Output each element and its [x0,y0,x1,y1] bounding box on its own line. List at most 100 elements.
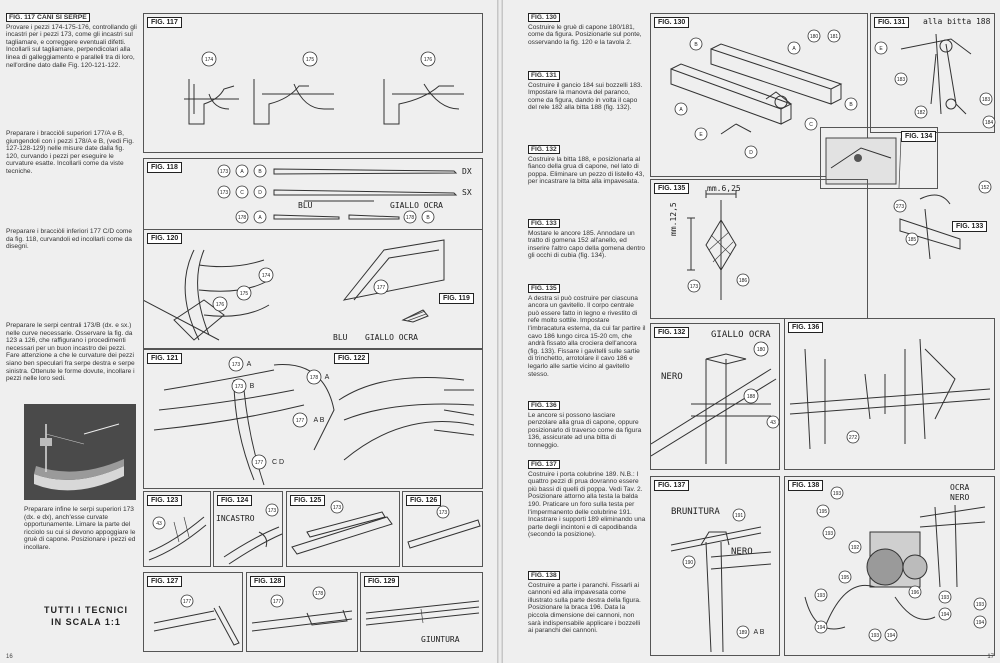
svg-text:B: B [258,169,262,175]
figure-135: FIG. 135 mm.6,25 mm.12,5 173 186 [650,179,868,319]
figure-label: FIG. 134 [901,131,937,142]
caption-giallo-ocra: GIALLO OCRA [711,330,771,340]
svg-text:177: 177 [296,418,305,424]
svg-text:173: 173 [235,384,244,390]
text-fig133: FIG. 133 Mostare le ancore 185. Annodare… [528,219,646,260]
text-fig135: FIG. 135 A destra si può costruire per c… [528,284,646,378]
svg-text:B: B [250,383,255,390]
svg-text:C: C [809,122,813,128]
figure-label: FIG. 126 [406,495,442,506]
paragraph: Preparare infine le serpi superiori 173 … [24,506,136,551]
left-page: FIG. 117 CANI SI SERPE Provare i pezzi 1… [0,0,497,663]
fig123-drawing: 43 [148,516,207,561]
section-title: FIG. 138 [528,571,560,580]
svg-text:186: 186 [739,278,748,284]
fig117-drawing: 174 175 176 [184,51,464,125]
svg-text:180: 180 [810,34,819,40]
svg-text:D: D [258,190,262,196]
svg-text:178: 178 [406,215,415,221]
svg-text:A B: A B [754,629,765,636]
figure-121: FIG. 121 FIG. 122 173 173 178 177 177 A … [143,349,483,489]
svg-text:175: 175 [306,57,315,63]
svg-text:195: 195 [841,575,850,581]
paragraph: Costruire le gruè di capone 180/181, com… [528,23,642,46]
fig132-drawing: 180 188 43 [651,341,780,464]
figure-129: FIG. 129 GIUNTURA [360,572,483,652]
figure-131: FIG. 131 alla bitta 188 E 183 182 183 18… [870,13,996,133]
svg-text:173: 173 [439,510,448,516]
svg-text:E: E [879,46,883,52]
text-fig136: FIG. 136 Le ancore si possono lasciare p… [528,401,646,450]
svg-text:A B: A B [314,417,325,424]
figure-118: FIG. 118 173 A B 173 C D 178 A 178 B [143,158,483,230]
section-title: FIG. 137 [528,460,560,469]
svg-text:173: 173 [220,190,229,196]
figure-label: FIG. 130 [654,17,690,28]
fig119-drawing [401,309,429,323]
svg-text:272: 272 [849,435,858,441]
figure-132: FIG. 132 GIALLO OCRA NERO 180 188 43 [650,323,780,470]
caption-dx: DX [462,167,472,176]
figure-120: FIG. 120 174 175 176 177 [143,229,483,349]
caption-giuntura: GIUNTURA [421,635,460,644]
fig120-drawing: 174 175 176 177 [144,239,445,341]
svg-text:194: 194 [976,620,985,626]
svg-text:180: 180 [757,347,766,353]
figure-label: FIG. 124 [217,495,253,506]
svg-text:173: 173 [220,169,229,175]
svg-text:182: 182 [917,110,926,116]
paragraph: Costruire il gancio 184 sui bozzelli 183… [528,81,643,112]
svg-text:183: 183 [897,77,906,83]
caption-mm625: mm.6,25 [707,184,741,193]
caption-giallo-ocra: GIALLO OCRA [390,201,443,210]
text-bracciuoli-superiori: Preparare i bracciòli superiori 177/A e … [6,130,138,176]
page-number: 17 [987,654,994,660]
figure-123: FIG. 123 43 [143,491,211,567]
fig133-drawing: 152 273 185 186 172 185 [893,180,992,260]
svg-text:194: 194 [817,625,826,631]
svg-text:193: 193 [976,602,985,608]
svg-text:194: 194 [941,612,950,618]
figure-label: FIG. 121 [147,353,183,364]
caption-alla-bitta: alla bitta 188 [923,17,991,26]
figure-126: FIG. 126 173 [402,491,483,567]
svg-text:152: 152 [981,185,990,191]
paragraph: Costruire a parte i paranchi. Fissarli a… [528,581,641,635]
svg-text:178: 178 [238,215,247,221]
caption-blu: BLU [298,201,313,210]
paragraph: Provare i pezzi 174-175-176, controlland… [6,23,137,69]
ship-photo-illustration [24,404,136,500]
paragraph: Mostare le ancore 185. Annodare un tratt… [528,229,646,260]
svg-text:175: 175 [240,291,249,297]
svg-text:193: 193 [833,491,842,497]
paragraph: Preparare le serpi centrali 173/B (dx. e… [6,322,135,383]
svg-text:177: 177 [255,460,264,466]
fig118-drawing: 173 A B 173 C D 178 A 178 B [217,164,458,224]
figure-label: FIG. 117 [147,17,182,28]
figure-130: FIG. 130 B A 180 181 B C A E [650,13,868,177]
figure-label: FIG. 131 [874,17,910,28]
svg-text:177: 177 [273,599,282,605]
svg-text:B: B [849,102,853,108]
text-bracciuoli-inferiori: Preparare i bracciòli inferiori 177 C/D … [6,228,138,251]
svg-text:177: 177 [183,599,192,605]
svg-text:176: 176 [216,302,225,308]
svg-text:273: 273 [896,204,905,210]
right-page: FIG. 130 Costruire le gruè di capone 180… [503,0,1000,663]
svg-text:173: 173 [690,284,699,290]
svg-text:173: 173 [268,508,277,514]
section-title: FIG. 131 [528,71,560,80]
text-serpi-superiori: Preparare infine le serpi superiori 173 … [24,506,138,552]
svg-text:188: 188 [747,394,756,400]
fig129-drawing [365,600,480,626]
svg-text:C D: C D [272,459,284,466]
svg-text:183: 183 [982,97,991,103]
figure-125: FIG. 125 173 [286,491,400,567]
svg-text:B: B [426,215,430,221]
svg-text:178: 178 [310,375,319,381]
fig134-drawing [825,137,902,189]
figure-label: FIG. 135 [654,183,690,194]
caption-nero-2: NERO [731,547,753,557]
scale-note: TUTTI I TECNICI IN SCALA 1:1 [44,605,128,627]
paragraph: Costruire la bitta 188, e posizionarla a… [528,155,645,186]
